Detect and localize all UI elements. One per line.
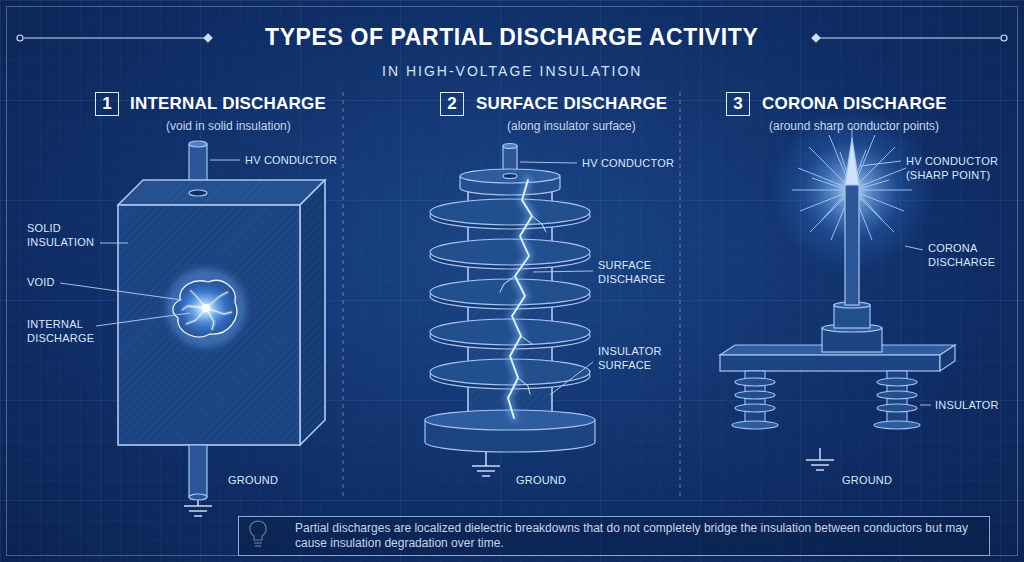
panel-divider <box>343 92 680 500</box>
part-label: HV CONDUCTOR <box>582 157 674 171</box>
panel-subheading: (around sharp conductor points) <box>769 119 939 134</box>
part-label: INTERNAL DISCHARGE <box>27 318 101 346</box>
leader-line <box>520 162 593 395</box>
post-insulator <box>425 144 595 453</box>
number-box: 3 <box>726 92 750 116</box>
callout-number: 3 <box>729 94 746 114</box>
panel-heading: INTERNAL DISCHARGE <box>130 94 326 114</box>
diagram-title: TYPES OF PARTIAL DISCHARGE ACTIVITY <box>265 24 758 51</box>
panel-subheading: (along insulator surface) <box>507 119 636 134</box>
ground-label: GROUND <box>516 474 566 488</box>
panel-subheading: (void in solid insulation) <box>166 119 291 134</box>
ground-symbol <box>472 452 500 476</box>
subtitle: IN HIGH-VOLTAGE INSULATION <box>382 63 642 79</box>
support-insulator <box>732 371 920 429</box>
callout-number: 2 <box>443 94 460 114</box>
part-label: VOID <box>27 276 55 290</box>
frame <box>7 7 1018 556</box>
solid-insulation-block <box>118 141 325 500</box>
ground-label: GROUND <box>842 474 892 488</box>
number-box: 1 <box>95 92 119 116</box>
surface-discharge <box>500 180 546 418</box>
leader-line <box>860 161 931 405</box>
part-label: SOLID INSULATION <box>27 222 101 250</box>
part-label: SURFACE DISCHARGE <box>598 259 674 287</box>
part-label: CORONA DISCHARGE <box>928 242 1008 270</box>
note-text: Partial discharges are localized dielect… <box>295 521 979 551</box>
part-label: INSULATOR <box>935 399 999 413</box>
ground-symbol <box>184 500 212 516</box>
number-box: 2 <box>440 92 464 116</box>
ground-label: GROUND <box>228 474 278 488</box>
void <box>166 268 246 348</box>
note-box: Partial discharges are localized dielect… <box>238 516 990 556</box>
panel-heading: SURFACE DISCHARGE <box>476 94 667 114</box>
part-label: HV CONDUCTOR <box>245 154 337 168</box>
panel-heading: CORONA DISCHARGE <box>762 94 947 114</box>
part-label: INSULATOR SURFACE <box>598 345 674 373</box>
callout-number: 1 <box>98 94 115 114</box>
ground-symbol <box>806 448 834 470</box>
part-label: HV CONDUCTOR (SHARP POINT) <box>906 155 1002 183</box>
